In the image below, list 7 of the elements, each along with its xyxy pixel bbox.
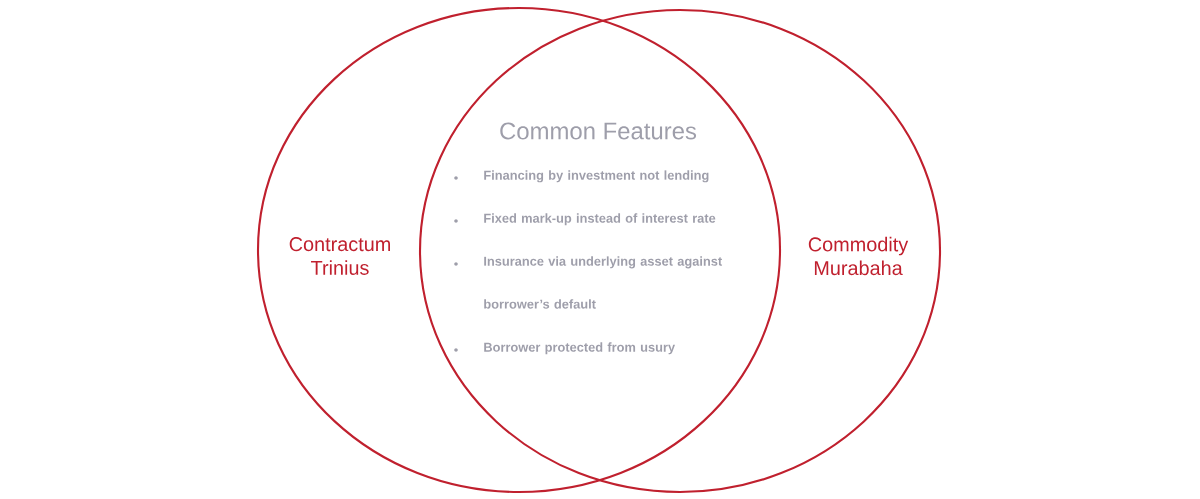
bullet-item: Fixed mark-up instead of interest rate: [454, 213, 716, 226]
bullet-item: Insurance via underlying asset against borrower’s default: [454, 256, 722, 309]
circle-label: Commodity Murabaha: [808, 236, 909, 276]
bullet-item: Financing by investment not lending: [454, 170, 709, 183]
bullet-item: Borrower protected from usury: [454, 342, 675, 355]
heading: Common Features: [500, 122, 697, 140]
circle-label: Contractum Trinius: [289, 237, 390, 275]
